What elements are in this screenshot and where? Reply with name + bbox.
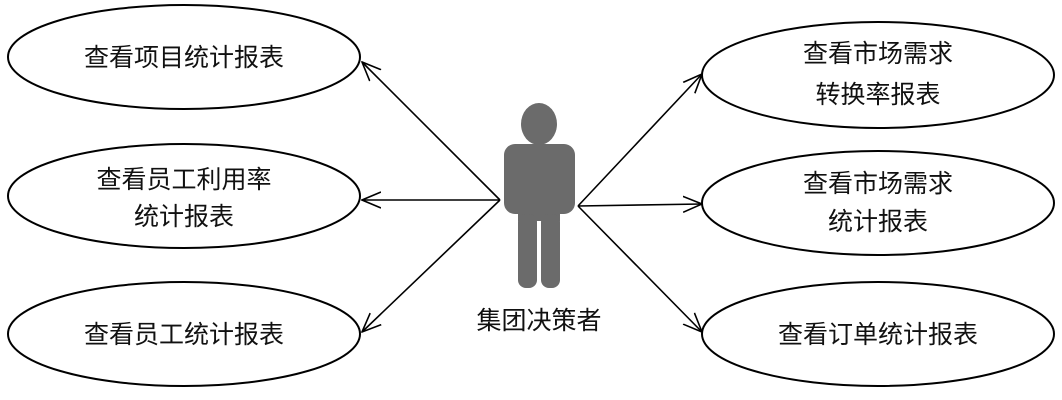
person-icon [504,103,575,288]
link-order-stats [577,205,702,332]
use-case-label: 查看员工利用率 [96,165,271,194]
use-case-label: 查看市场需求 [803,169,953,198]
use-case-label: 查看市场需求 [803,39,953,68]
actor-name: 集团决策者 [476,306,601,335]
use-case-market-stats[interactable]: 查看市场需求 统计报表 [701,150,1055,256]
use-case-label: 转换率报表 [815,80,940,109]
link-project-stats [362,62,501,201]
use-case-staff-stats[interactable]: 查看员工统计报表 [7,281,361,387]
link-market-conversion [577,74,702,207]
use-case-label: 查看员工统计报表 [84,320,284,349]
use-case-project-stats[interactable]: 查看项目统计报表 [7,4,361,110]
use-case-market-conversion[interactable]: 查看市场需求 转换率报表 [701,21,1055,129]
actor-figure: 集团决策者 [476,103,602,335]
link-market-stats [577,204,702,206]
use-case-staff-utilization[interactable]: 查看员工利用率 统计报表 [7,143,361,249]
link-staff-stats [362,199,501,332]
association-links [362,62,702,332]
use-case-order-stats[interactable]: 查看订单统计报表 [701,281,1055,387]
use-case-label: 统计报表 [134,202,234,231]
use-case-label: 查看项目统计报表 [84,43,284,72]
use-case-label: 查看订单统计报表 [778,320,978,349]
use-case-label: 统计报表 [828,207,928,236]
